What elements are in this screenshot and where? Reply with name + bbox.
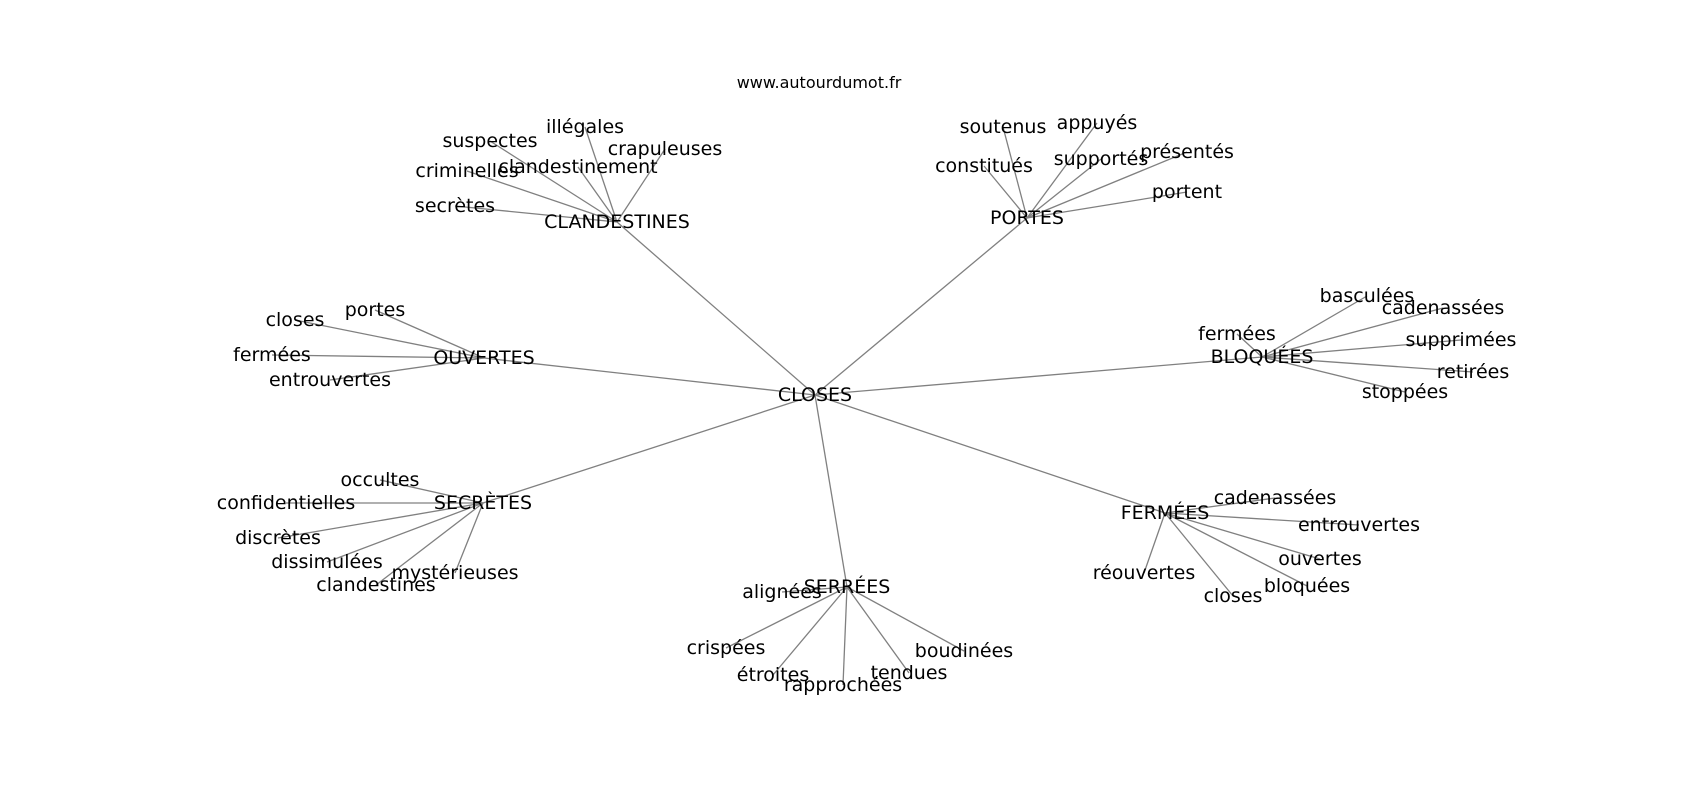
site-caption: www.autourdumot.fr <box>737 73 902 92</box>
edge-hub-to-leaf <box>271 354 485 359</box>
leaf-node-label[interactable]: crispées <box>687 637 766 659</box>
leaf-node-label[interactable]: étroites <box>737 664 809 686</box>
hub-node-label[interactable]: SERRÉES <box>804 575 891 598</box>
edge-hub-to-leaf <box>1261 295 1368 358</box>
leaf-node-label[interactable]: supprimées <box>1406 329 1517 351</box>
edge-hub-to-leaf <box>1143 512 1166 574</box>
edge-hub-to-leaf <box>466 170 618 223</box>
edges <box>271 122 1474 686</box>
edge-hub-to-leaf <box>983 165 1028 219</box>
edge-center-to-hub <box>814 217 1028 396</box>
edge-hub-to-leaf <box>1164 512 1321 560</box>
leaf-node-label[interactable]: présentés <box>1140 141 1234 163</box>
edge-hub-to-leaf <box>1164 512 1234 597</box>
edge-center-to-hub <box>814 356 1263 396</box>
edge-hub-to-leaf <box>326 502 484 563</box>
leaf-node-label[interactable]: soutenus <box>960 116 1047 138</box>
edge-hub-to-leaf <box>1026 151 1188 219</box>
labels: CLOSES CLANDESTINES illégales suspectes crap… <box>217 112 1517 696</box>
hub-node-label[interactable]: PORTES <box>990 207 1064 229</box>
edge-hub-to-leaf <box>781 586 848 593</box>
hub-node-label[interactable]: OUVERTES <box>433 347 534 369</box>
edge-hub-to-leaf <box>1261 339 1462 358</box>
edge-hub-to-leaf <box>1026 191 1188 219</box>
edge-center-to-hub <box>616 221 816 396</box>
center-node-label[interactable]: CLOSES <box>778 384 852 406</box>
leaf-node-label[interactable]: boudinées <box>915 640 1013 662</box>
leaf-node-label[interactable]: fermées <box>233 344 311 366</box>
leaf-node-label[interactable]: clandestinement <box>498 156 657 178</box>
edge-hub-to-leaf <box>1164 512 1308 587</box>
edge-hub-to-leaf <box>379 479 484 504</box>
edge-hub-to-leaf <box>584 126 618 223</box>
leaf-node-label[interactable]: occultes <box>341 469 420 491</box>
edge-hub-to-leaf <box>1164 497 1276 514</box>
leaf-node-label[interactable]: retirées <box>1437 361 1509 383</box>
edge-hub-to-leaf <box>454 502 484 574</box>
edge-hub-to-leaf <box>846 586 965 652</box>
edge-center-to-hub <box>814 394 848 588</box>
leaf-node-label[interactable]: closes <box>266 309 325 331</box>
edge-hub-to-leaf <box>1261 356 1406 393</box>
leaf-node-label[interactable]: illégales <box>546 116 624 138</box>
edge-hub-to-leaf <box>1236 333 1263 358</box>
leaf-node-label[interactable]: bloquées <box>1264 575 1350 597</box>
leaf-node-label[interactable]: entrouvertes <box>269 369 391 391</box>
leaf-node-label[interactable]: supportés <box>1054 148 1149 170</box>
leaf-node-label[interactable]: suspectes <box>442 130 537 152</box>
edge-hub-to-leaf <box>1261 307 1444 358</box>
edge-hub-to-leaf <box>1026 122 1098 219</box>
leaf-node-label[interactable]: tendues <box>871 662 948 684</box>
edge-hub-to-leaf <box>1261 356 1474 373</box>
leaf-node-label[interactable]: constitués <box>935 155 1033 177</box>
leaf-node-label[interactable]: ouvertes <box>1278 548 1361 570</box>
leaf-node-label[interactable]: closes <box>1204 585 1263 607</box>
leaf-node-label[interactable]: appuyés <box>1057 112 1138 134</box>
leaf-node-label[interactable]: entrouvertes <box>1298 514 1420 536</box>
edge-hub-to-leaf <box>616 148 666 223</box>
edge-hub-to-leaf <box>1002 126 1028 219</box>
edge-hub-to-leaf <box>329 357 485 381</box>
leaf-node-label[interactable]: crapuleuses <box>608 138 723 160</box>
edge-center-to-hub <box>814 394 1166 514</box>
leaf-node-label[interactable]: cadenassées <box>1382 297 1505 319</box>
leaf-node-label[interactable]: criminelles <box>415 160 518 182</box>
hub-node-label[interactable]: SECRÈTES <box>434 491 532 514</box>
edge-hub-to-leaf <box>772 586 848 676</box>
edge-hub-to-leaf <box>489 140 618 223</box>
edge-hub-to-leaf <box>846 586 910 674</box>
leaf-node-label[interactable]: alignées <box>742 581 822 603</box>
edge-hub-to-leaf <box>577 166 618 223</box>
edge-hub-to-leaf <box>1026 158 1102 219</box>
leaf-node-label[interactable]: rapprochées <box>784 674 902 696</box>
hub-node-label[interactable]: BLOQUÉES <box>1211 345 1314 368</box>
leaf-node-label[interactable]: discrètes <box>235 527 321 549</box>
leaf-node-label[interactable]: mystérieuses <box>391 562 518 584</box>
leaf-node-label[interactable]: réouvertes <box>1093 562 1196 584</box>
leaf-node-label[interactable]: secrètes <box>415 195 495 217</box>
hub-node-label[interactable]: CLANDESTINES <box>544 211 690 233</box>
leaf-node-label[interactable]: confidentielles <box>217 492 355 514</box>
leaf-node-label[interactable]: portes <box>345 299 406 321</box>
edge-hub-to-leaf <box>454 205 618 223</box>
leaf-node-label[interactable]: cadenassées <box>1214 487 1337 509</box>
leaf-node-label[interactable]: basculées <box>1320 285 1415 307</box>
leaf-node-label[interactable]: dissimulées <box>271 551 383 573</box>
edge-hub-to-leaf <box>375 502 484 586</box>
leaf-node-label[interactable]: portent <box>1152 181 1222 203</box>
edge-center-to-hub <box>482 394 816 504</box>
leaf-node-label[interactable]: fermées <box>1198 323 1276 345</box>
edge-hub-to-leaf <box>374 309 485 359</box>
edge-hub-to-leaf <box>1164 512 1360 526</box>
edge-hub-to-leaf <box>294 319 485 359</box>
leaf-node-label[interactable]: stoppées <box>1362 381 1448 403</box>
edge-hub-to-leaf <box>725 586 848 649</box>
edge-center-to-hub <box>483 357 816 396</box>
edge-hub-to-leaf <box>842 586 848 686</box>
leaf-node-label[interactable]: clandestines <box>316 574 435 596</box>
edge-hub-to-leaf <box>277 502 484 539</box>
hub-node-label[interactable]: FERMÉES <box>1121 501 1210 524</box>
